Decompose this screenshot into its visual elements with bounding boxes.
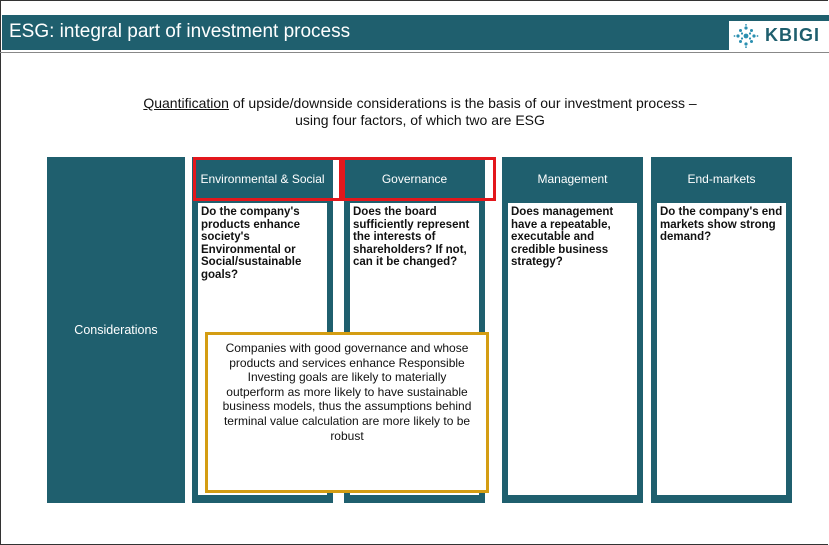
esg-callout-box: Companies with good governance and whose… bbox=[205, 332, 489, 493]
logo-text: KBIGI bbox=[765, 25, 821, 45]
intro-text: Quantification of upside/downside consid… bbox=[40, 95, 800, 129]
column-management: Management Does management have a repeat… bbox=[502, 157, 643, 503]
intro-line-2: using four factors, of which two are ESG bbox=[295, 112, 545, 128]
slide-header: ESG: integral part of investment process… bbox=[2, 15, 829, 51]
column-header: Governance bbox=[381, 171, 448, 186]
intro-line-1: Quantification of upside/downside consid… bbox=[40, 95, 800, 112]
considerations-label: Considerations bbox=[47, 157, 185, 503]
logo-dots-icon bbox=[733, 24, 759, 48]
esg-highlight-governance bbox=[342, 157, 496, 201]
intro-underlined-word: Quantification bbox=[143, 95, 229, 111]
column-body: Does management have a repeatable, execu… bbox=[508, 203, 637, 495]
slide-title: ESG: integral part of investment process bbox=[9, 21, 351, 42]
header-divider bbox=[0, 52, 829, 53]
esg-highlight-environmental bbox=[193, 157, 342, 201]
column-header: Environmental & Social bbox=[200, 171, 325, 186]
column-header: Management bbox=[537, 171, 608, 186]
company-logo: KBIGI bbox=[729, 21, 829, 51]
column-header: End-markets bbox=[687, 171, 756, 186]
column-end-markets: End-markets Do the company's end markets… bbox=[651, 157, 792, 503]
intro-line-1-rest: of upside/downside considerations is the… bbox=[228, 95, 697, 111]
column-body: Do the company's end markets show strong… bbox=[657, 203, 786, 495]
